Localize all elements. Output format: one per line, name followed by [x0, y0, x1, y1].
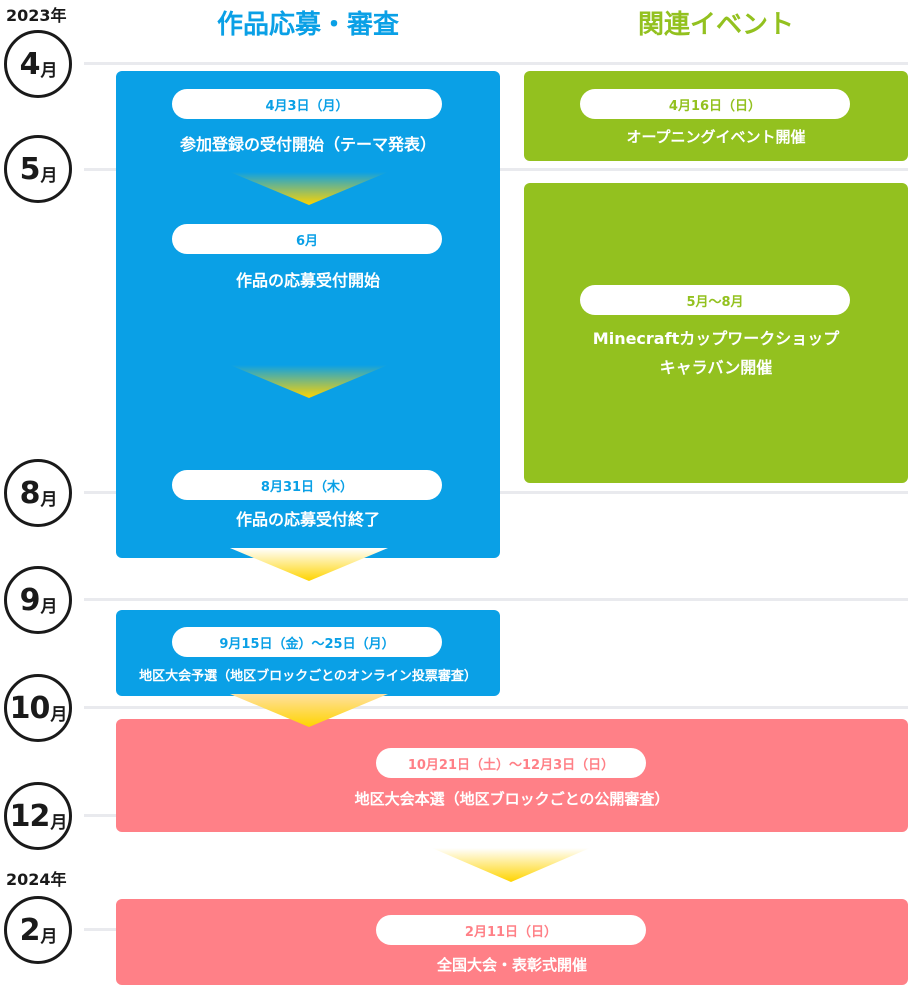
event-label: 作品の応募受付開始 — [235, 271, 380, 290]
date-pill: 2月11日（日） — [376, 915, 646, 945]
workshop-caravan-box — [524, 183, 908, 483]
gridline-apr — [84, 62, 908, 65]
arrow-down-icon — [230, 548, 388, 581]
arrow-down-icon — [432, 848, 590, 882]
event-label: 全国大会・表彰式開催 — [436, 956, 587, 974]
arrow-down-icon — [230, 694, 388, 727]
date-pill: 5月～8月 — [580, 285, 850, 315]
date-pill: 4月16日（日） — [580, 89, 850, 119]
date-pill: 4月3日（月） — [172, 89, 442, 119]
event-label: 参加登録の受付開始（テーマ発表） — [179, 135, 436, 154]
gridline-sep — [84, 598, 908, 601]
date-pill: 9月15日（金）～25日（月） — [172, 627, 442, 657]
column-title-events: 関連イベント — [637, 10, 794, 40]
column-title-submission: 作品応募・審査 — [216, 10, 399, 40]
year-2023-label: 2023年 — [6, 6, 67, 25]
arrow-down-icon — [230, 365, 388, 398]
event-label: 作品の応募受付終了 — [235, 510, 380, 529]
date-pill: 6月 — [172, 224, 442, 254]
event-label: Minecraftカップワークショップ — [592, 329, 840, 348]
date-pill: 10月21日（土）～12月3日（日） — [376, 748, 646, 778]
event-label: キャラバン開催 — [659, 358, 773, 377]
arrow-down-icon — [230, 172, 388, 205]
event-label: オープニングイベント開催 — [626, 128, 806, 146]
event-label: 地区大会本選（地区ブロックごとの公開審査） — [354, 790, 670, 808]
gridline-oct — [84, 706, 908, 709]
date-pill: 8月31日（木） — [172, 470, 442, 500]
event-label: 地区大会予選（地区ブロックごとのオンライン投票審査） — [139, 669, 477, 684]
year-2024-label: 2024年 — [6, 870, 67, 889]
